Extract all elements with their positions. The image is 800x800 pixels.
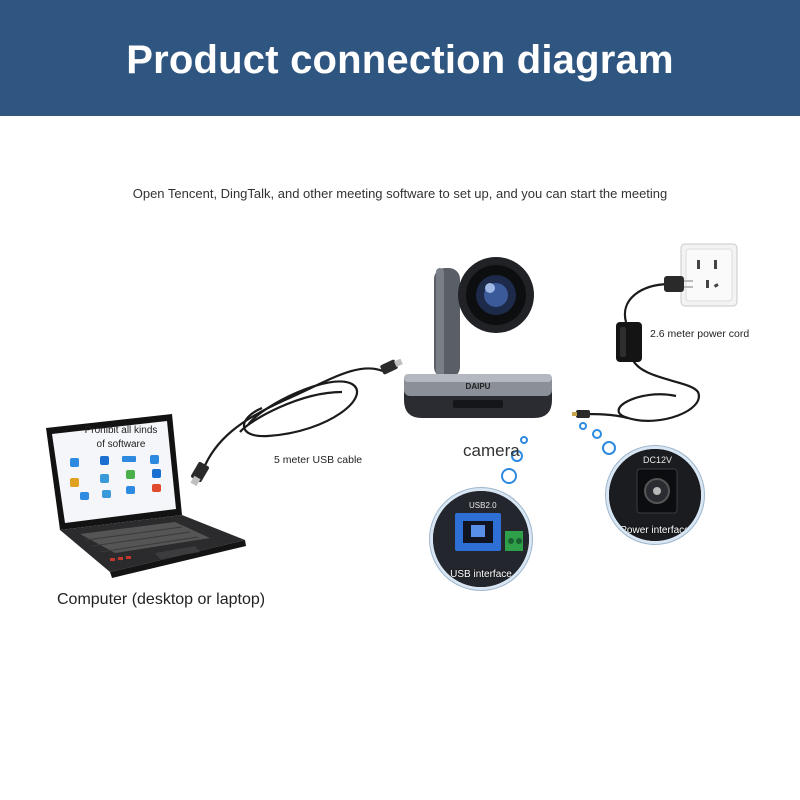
screen-caption: Prohibit all kinds of software: [84, 425, 158, 450]
bubble-decoration: [501, 422, 616, 484]
usb-cable-label: 5 meter USB cable: [274, 454, 363, 466]
power-cord-label: 2.6 meter power cord: [650, 328, 750, 340]
app-icon: [152, 484, 161, 492]
usb-interface-label: USB interface: [450, 569, 512, 580]
app-icon: [100, 456, 109, 465]
laptop: [46, 414, 246, 578]
instruction-text: Open Tencent, DingTalk, and other meetin…: [132, 186, 668, 201]
power-port-closeup: DC12V: [609, 449, 701, 541]
app-icon: [80, 492, 89, 500]
power-interface-label: Power interface: [620, 525, 690, 536]
usb-port-closeup: USB2.0: [433, 491, 529, 587]
app-icon: [100, 474, 109, 483]
usb-cable: [201, 367, 386, 471]
computer-label: Computer (desktop or laptop): [57, 591, 266, 608]
usb-plug-laptop: [190, 461, 209, 487]
app-icons: [70, 455, 161, 500]
usb-interface-inset: USB2.0 USB interface: [430, 488, 532, 590]
camera-label: camera: [463, 441, 520, 460]
app-icon: [70, 458, 79, 467]
usb-plug-camera: [380, 358, 403, 375]
app-icon: [70, 478, 79, 487]
app-icon: [126, 486, 135, 494]
app-icon: [150, 455, 159, 464]
camera-brand-logo: DAIPU: [466, 382, 491, 391]
usb-port-text: USB2.0: [469, 501, 497, 510]
page-title: Product connection diagram: [126, 38, 674, 82]
app-icon: [152, 469, 161, 478]
power-adapter: [616, 322, 642, 362]
power-plug: [664, 276, 693, 292]
dc-plug: [572, 410, 590, 418]
header-banner: Product connection diagram: [0, 0, 800, 116]
ptz-camera: DAIPU: [404, 257, 552, 418]
power-interface-inset: DC12V Power interface: [606, 446, 704, 544]
app-icon: [126, 470, 135, 479]
power-port-text: DC12V: [643, 455, 672, 465]
zoom-icon: [122, 456, 136, 462]
wall-socket: [680, 243, 738, 307]
app-icon: [102, 490, 111, 498]
